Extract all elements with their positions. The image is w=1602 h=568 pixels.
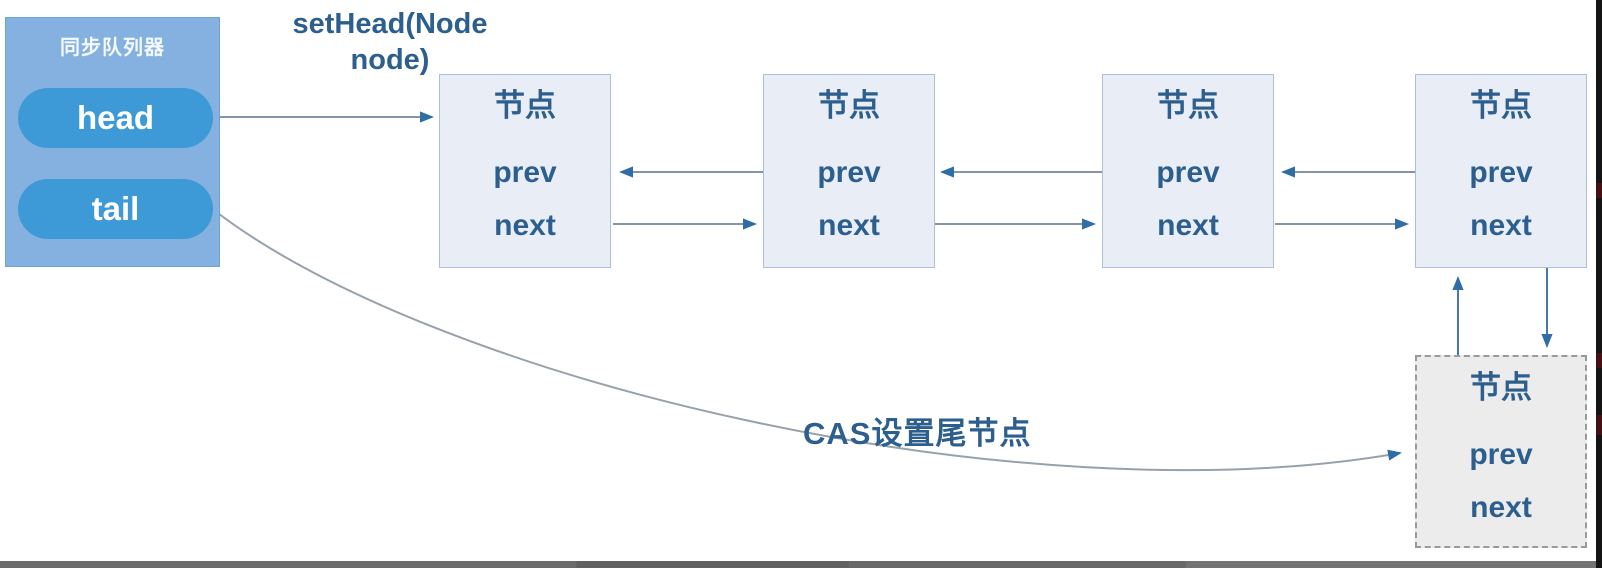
edge-artifact xyxy=(1596,183,1602,198)
edge-artifact xyxy=(1596,353,1602,368)
node-prev-field: prev xyxy=(817,156,881,189)
node-title: 节点 xyxy=(818,88,880,123)
tail-pointer: tail xyxy=(18,179,213,239)
video-progress-bar xyxy=(0,561,1602,568)
node-next-field: next xyxy=(818,209,880,242)
node-prev-field: prev xyxy=(1469,438,1533,471)
node-title: 节点 xyxy=(1470,88,1532,123)
cas-label: CAS设置尾节点 xyxy=(803,416,1032,451)
node-next-field: next xyxy=(494,209,556,242)
node-box-4: 节点 prev next xyxy=(1415,74,1587,268)
node-box-1: 节点 prev next xyxy=(439,74,611,268)
node-title: 节点 xyxy=(1470,370,1532,405)
node-title: 节点 xyxy=(1157,88,1219,123)
node-box-2: 节点 prev next xyxy=(763,74,935,268)
node-prev-field: prev xyxy=(493,156,557,189)
node-next-field: next xyxy=(1470,209,1532,242)
node-next-field: next xyxy=(1470,491,1532,524)
new-tail-node-box: 节点 prev next xyxy=(1415,355,1587,548)
sync-queue-title: 同步队列器 xyxy=(60,37,165,59)
head-pointer: head xyxy=(18,88,213,148)
node-title: 节点 xyxy=(494,88,556,123)
node-prev-field: prev xyxy=(1469,156,1533,189)
node-next-field: next xyxy=(1157,209,1219,242)
screen-edge-strip xyxy=(1596,0,1602,568)
sethead-label: setHead(Node node) xyxy=(292,8,488,76)
node-prev-field: prev xyxy=(1156,156,1220,189)
node-box-3: 节点 prev next xyxy=(1102,74,1274,268)
edge-artifact xyxy=(1596,415,1602,435)
sync-queue-box: 同步队列器 head tail xyxy=(5,17,220,267)
